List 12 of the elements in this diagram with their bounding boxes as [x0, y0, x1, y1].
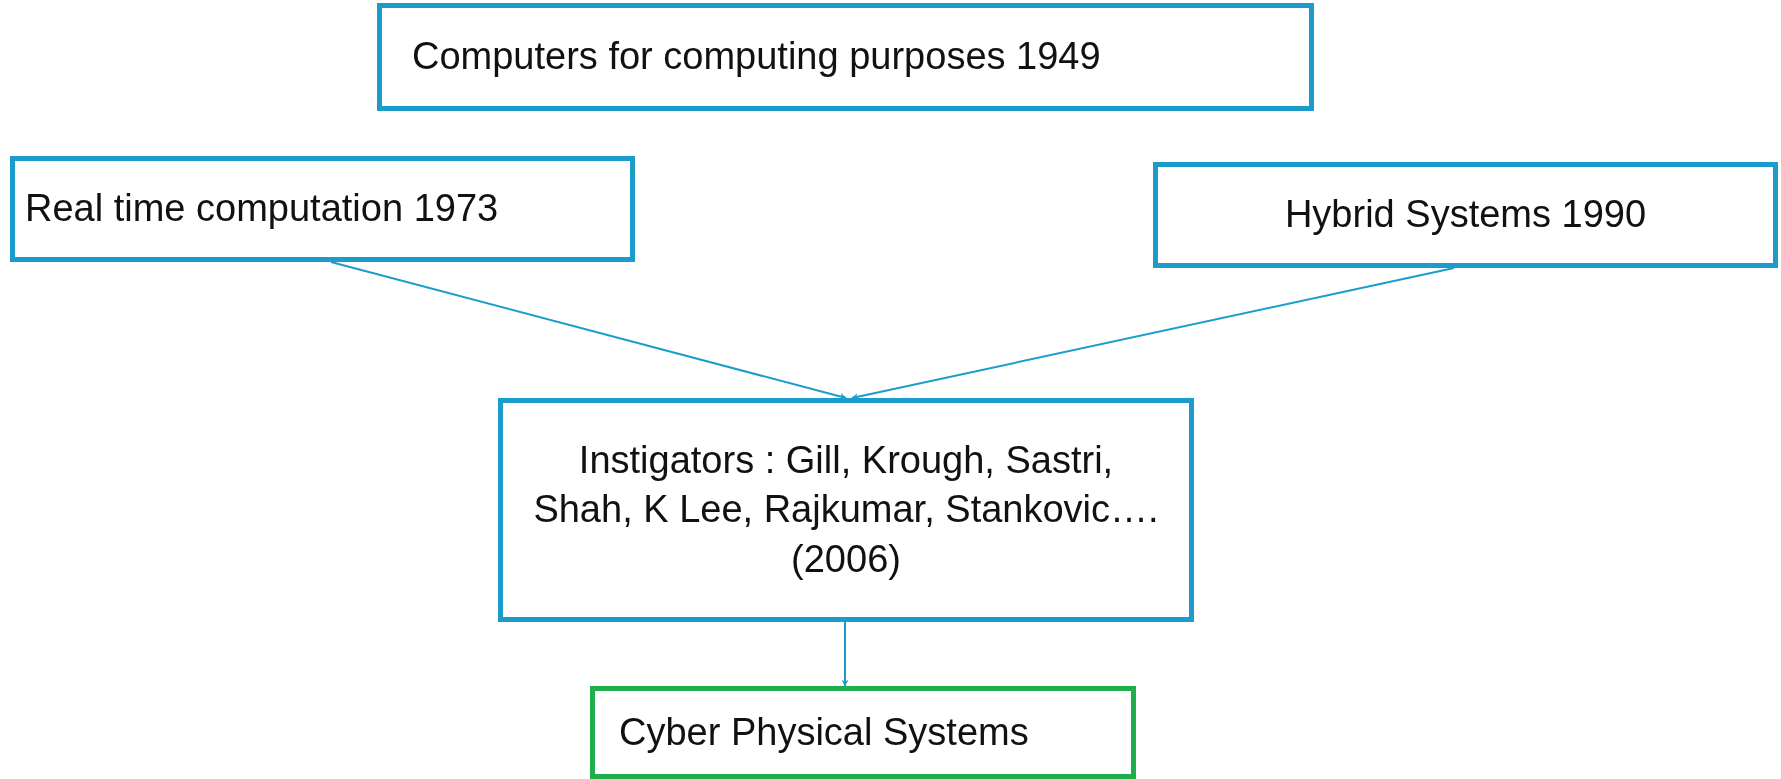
- node-label: Instigators : Gill, Krough, Sastri, Shah, K Lee, Rajkumar, Stankovic…. (2006): [532, 437, 1160, 582]
- arrow: [330, 261, 847, 400]
- node-label: Hybrid Systems 1990: [1284, 192, 1647, 238]
- process-box: [498, 398, 1194, 622]
- process-box: [377, 3, 1314, 111]
- node-label: Cyber Physical Systems: [619, 709, 1029, 755]
- node-label: Real time computation 1973: [25, 186, 499, 232]
- process-box: [10, 156, 635, 262]
- result-box: [590, 686, 1136, 779]
- process-box: [1153, 162, 1778, 268]
- arrow: [841, 621, 849, 687]
- node-label: Computers for computing purposes 1949: [412, 34, 1101, 80]
